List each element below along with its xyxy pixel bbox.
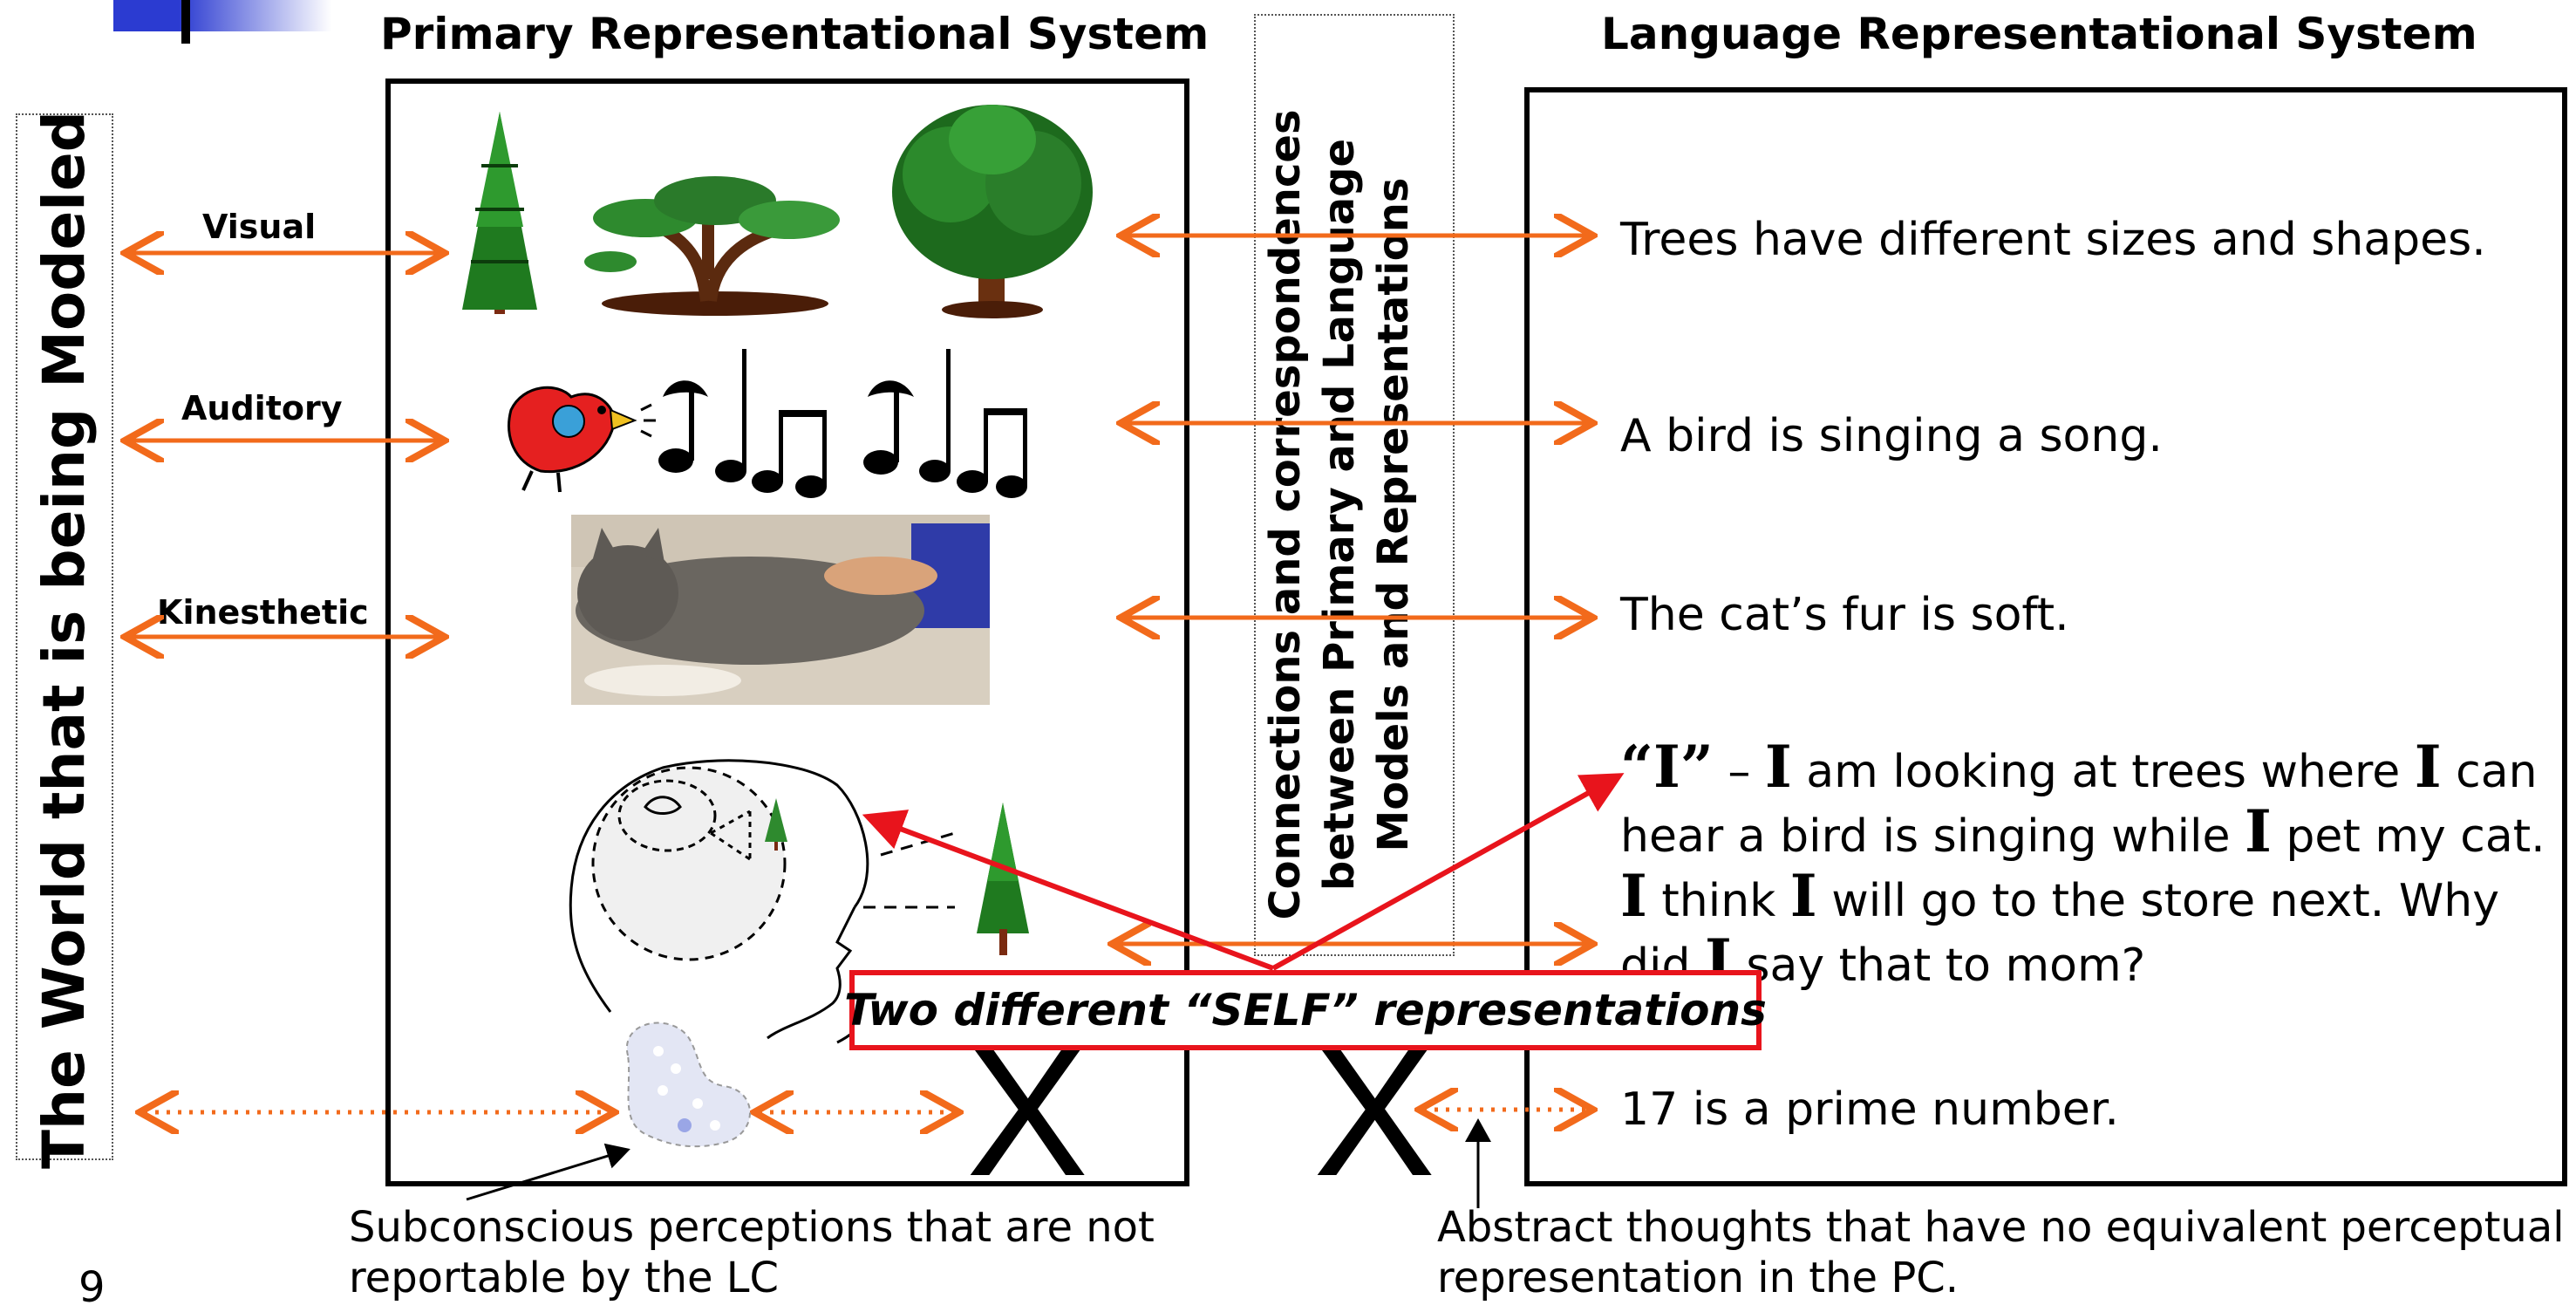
music-notes-icon (658, 349, 1027, 498)
bonsai-tree-icon (584, 176, 840, 316)
world-label-frame (16, 113, 113, 1160)
self-red-line-to-head (862, 810, 1275, 971)
statement-cat: The cat’s fur is soft. (1620, 589, 2069, 641)
subconscious-caption: Subconscious perceptions that are not re… (349, 1203, 1155, 1302)
language-system-header: Language Representational System (1601, 9, 2477, 59)
center-x-mark: X (1313, 1009, 1436, 1214)
self-representations-box: Two different “SELF” representations (844, 970, 1767, 1050)
self-paragraph-line-1: “I” – I am looking at trees where I can (1620, 733, 2538, 801)
quoted-i: “I” (1620, 733, 1714, 801)
trees-illustration (462, 105, 1093, 318)
oak-tree-icon (892, 105, 1093, 318)
subconscious-blob-icon (625, 1022, 751, 1148)
pine-tree-icon-small (977, 803, 1029, 955)
logo-bar (113, 0, 331, 31)
statement-bird: A bird is singing a song. (1620, 410, 2163, 462)
statement-prime: 17 is a prime number. (1620, 1083, 2119, 1136)
pine-tree-icon (462, 112, 537, 314)
cat-photo (571, 515, 990, 705)
abstract-caption: Abstract thoughts that have no equivalen… (1437, 1203, 2565, 1302)
page-number: 9 (78, 1263, 106, 1312)
statement-trees: Trees have different sizes and shapes. (1620, 214, 2486, 266)
self-paragraph-line-3: I think I will go to the store next. Why (1620, 862, 2500, 930)
primary-system-header: Primary Representational System (380, 9, 1210, 59)
primary-x-mark: X (966, 1009, 1089, 1214)
small-pine-icon-head (765, 798, 787, 851)
bird-icon (508, 386, 656, 493)
self-representations-label: Two different “SELF” representations (844, 985, 1767, 1035)
head-illustration (569, 759, 956, 1044)
logo-mark (181, 0, 190, 44)
self-paragraph: “I” – I am looking at trees where I can … (1620, 737, 2545, 995)
self-red-line-to-language (1271, 773, 1625, 971)
subconscious-callout-line (466, 1143, 630, 1201)
self-paragraph-line-2: hear a bird is singing while I pet my ca… (1620, 797, 2545, 865)
